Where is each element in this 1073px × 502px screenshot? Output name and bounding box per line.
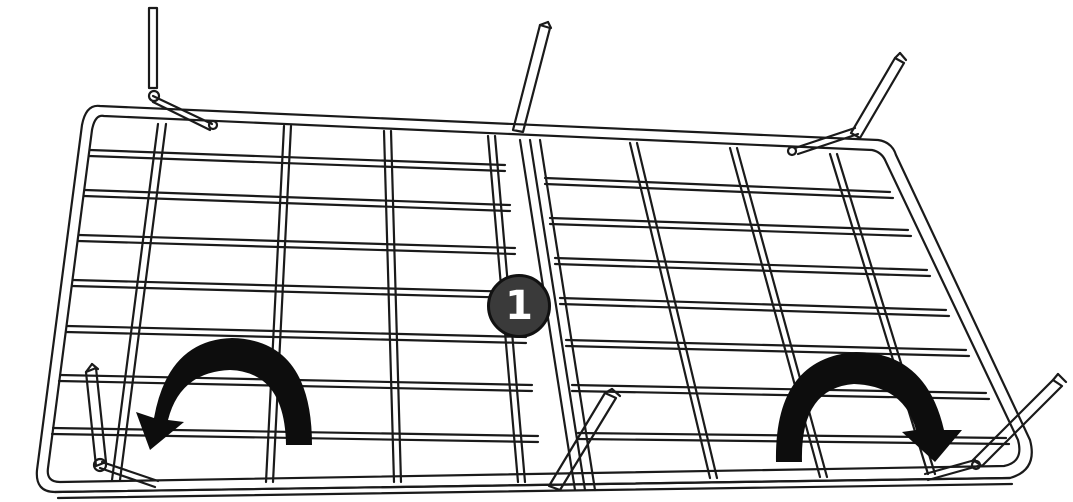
fold-right-arrow: [776, 352, 962, 462]
frame-bottom-lip: [55, 478, 1012, 498]
leg-front-right: [925, 374, 1066, 480]
fold-left-arrow: [136, 338, 312, 450]
leg-back-center: [513, 22, 551, 132]
step-number-badge: 1: [487, 274, 551, 338]
step-number: 1: [487, 274, 551, 338]
slats-right: [545, 178, 1009, 444]
